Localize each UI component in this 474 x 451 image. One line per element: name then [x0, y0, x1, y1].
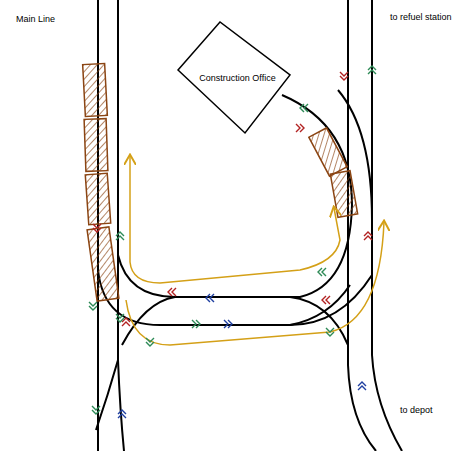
- direction-chevron: [116, 232, 124, 240]
- direction-chevron: [318, 268, 326, 276]
- direction-chevron: [300, 104, 308, 112]
- direction-chevron: [192, 320, 200, 328]
- direction-chevron: [326, 328, 334, 336]
- track-label: to depot: [398, 405, 435, 416]
- direction-chevron: [322, 296, 330, 304]
- direction-chevron: [89, 302, 97, 310]
- direction-chevron: [364, 232, 372, 240]
- direction-chevron: [146, 338, 154, 346]
- direction-chevron: [116, 314, 124, 322]
- direction-chevron: [92, 406, 100, 414]
- direction-chevron: [296, 124, 304, 132]
- direction-chevron: [358, 382, 366, 390]
- direction-chevron: [118, 410, 126, 418]
- direction-chevron: [224, 320, 232, 328]
- track-label: Main Line: [14, 14, 57, 25]
- route-arrows: [126, 156, 384, 345]
- building-label: Construction Office: [199, 73, 275, 84]
- building-shape: [178, 22, 290, 133]
- direction-chevron: [206, 294, 214, 302]
- tracks: [96, 0, 402, 451]
- direction-chevron: [93, 224, 101, 232]
- track-label: to refuel station: [388, 12, 454, 23]
- direction-chevron: [340, 72, 348, 80]
- direction-chevron: [168, 288, 176, 296]
- direction-chevron: [368, 66, 376, 74]
- office-building: Construction Office: [176, 20, 292, 136]
